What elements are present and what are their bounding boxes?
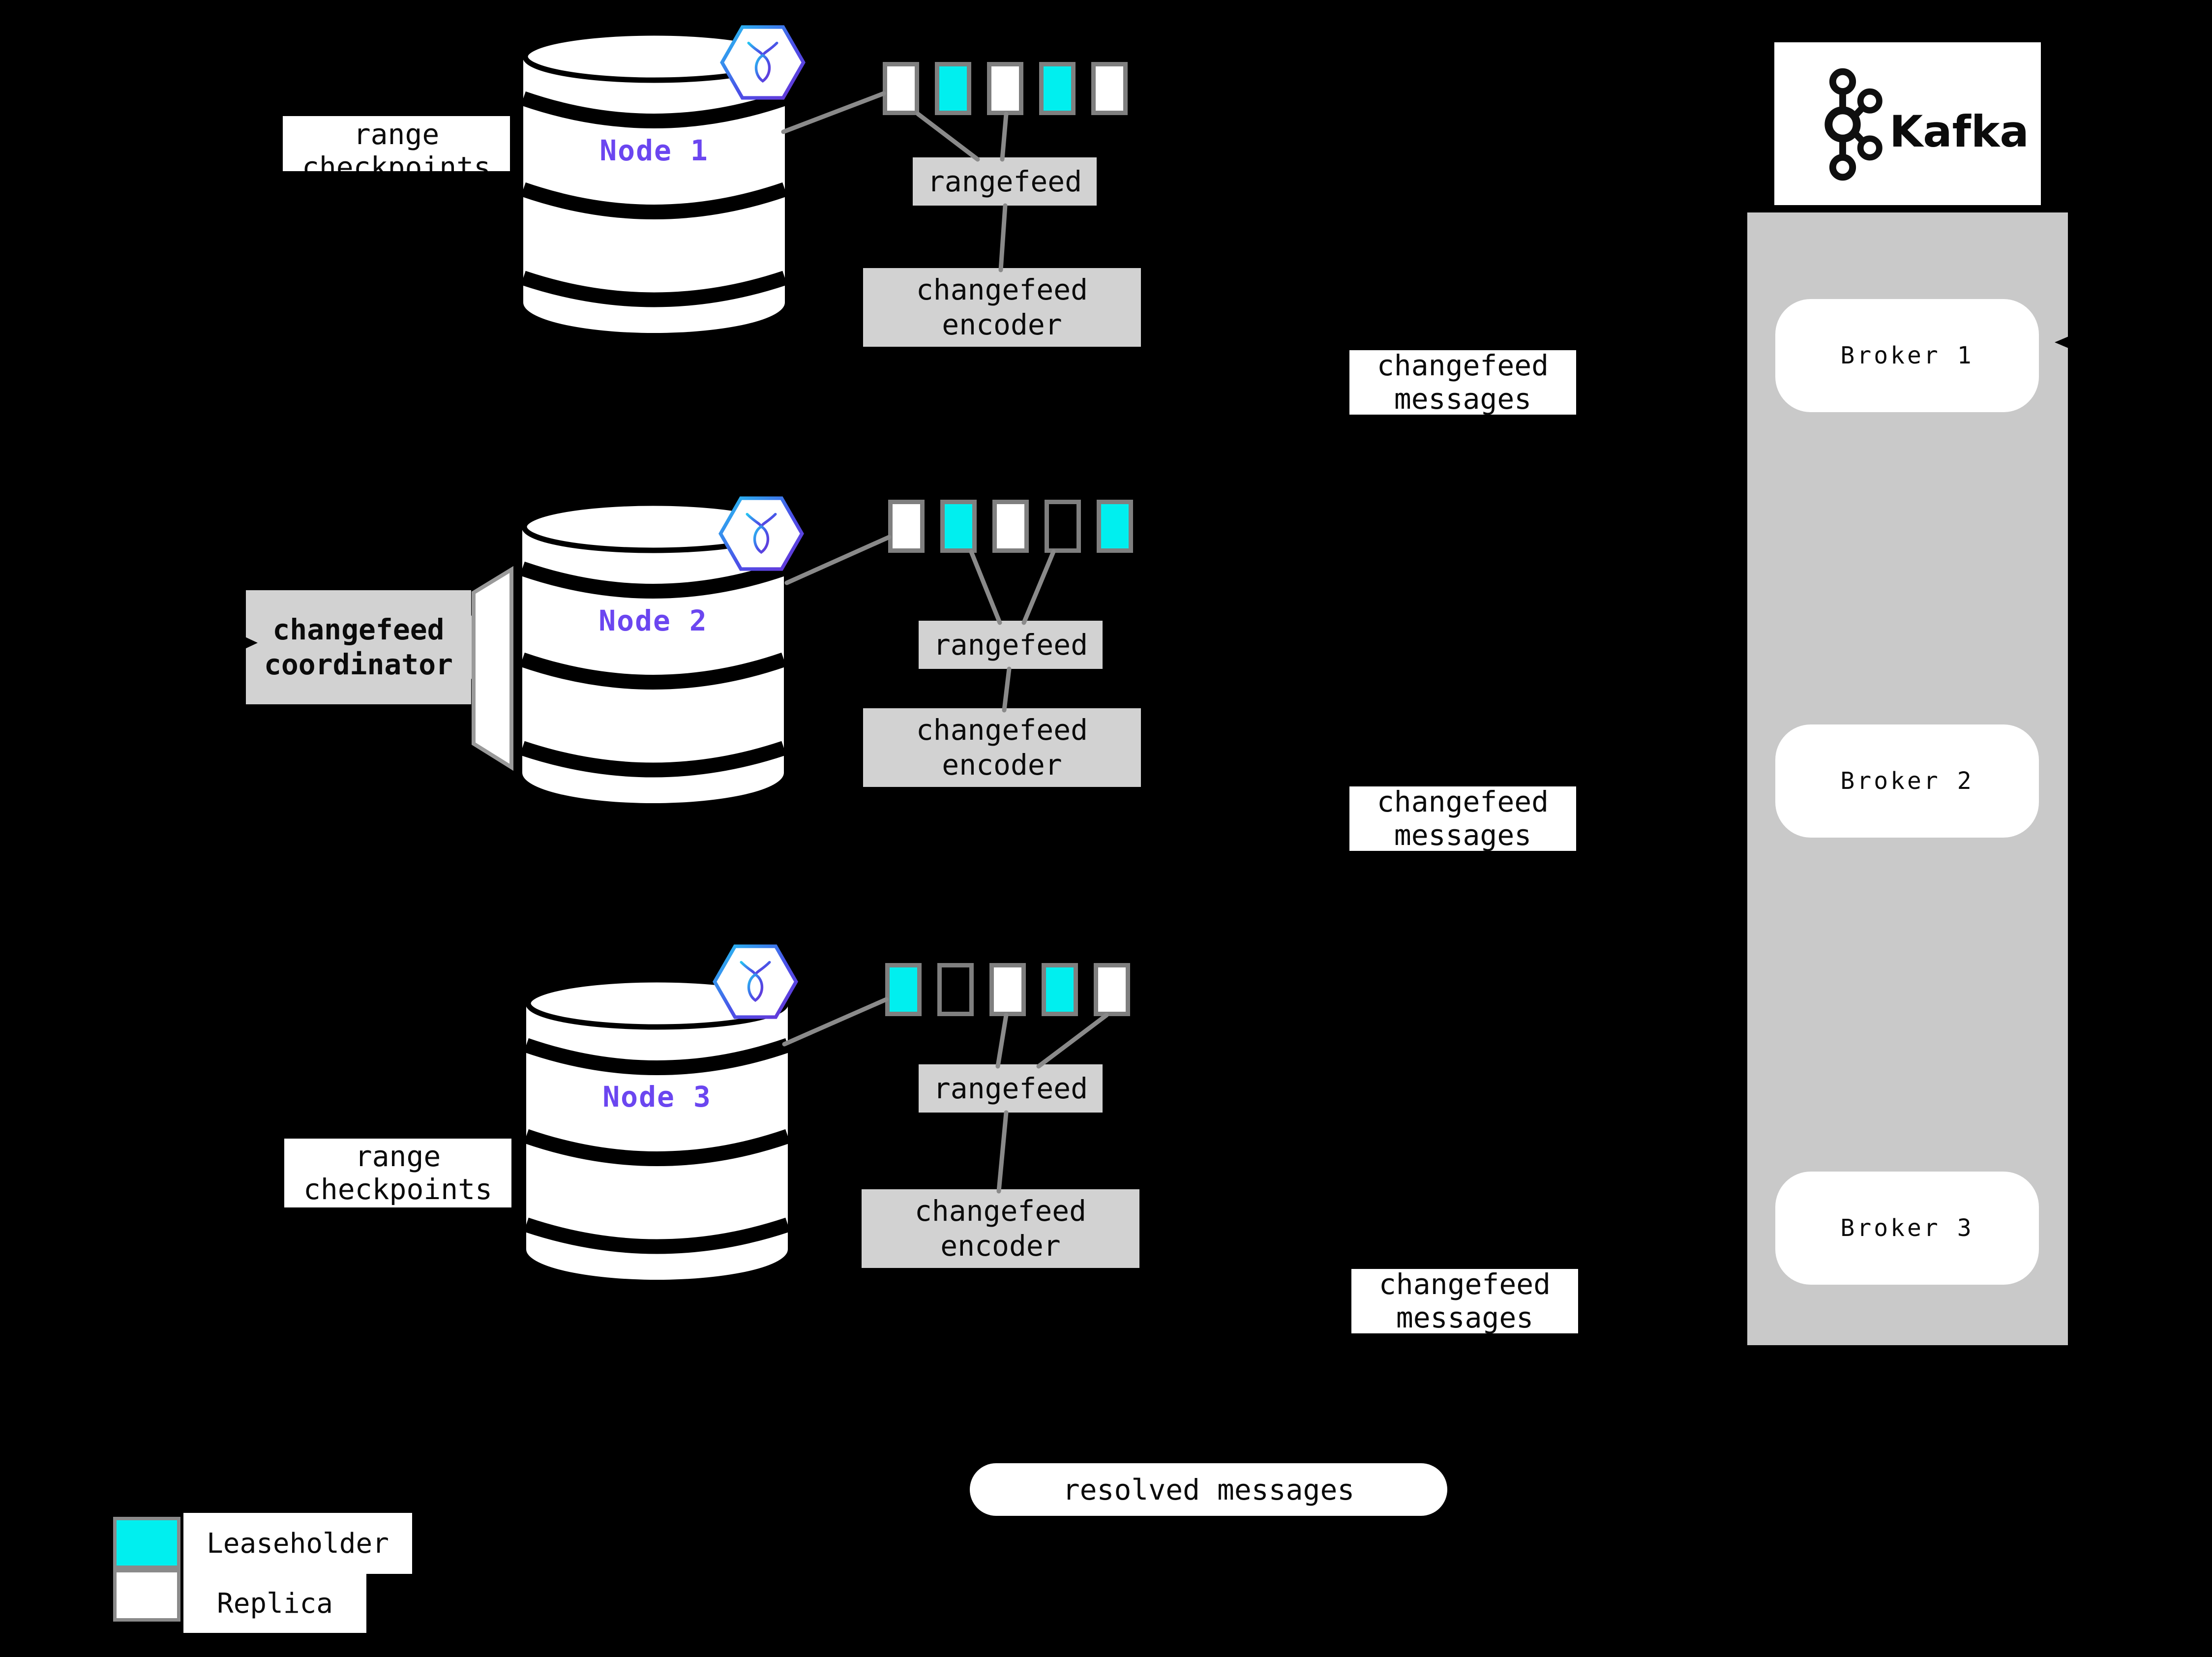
node2-range-square-1 [888, 500, 925, 553]
node2-range-square-5 [1097, 500, 1133, 553]
legend-leaseholder-swatch [113, 1517, 180, 1569]
node2-label: Node 2 [598, 604, 708, 637]
node1-label: Node 1 [599, 134, 709, 167]
range-checkpoints-line1: range [353, 118, 440, 151]
kafka-broker-1: Broker 1 [1775, 299, 2039, 412]
node2-range-square-4 [1045, 500, 1081, 553]
encoder-line2: encoder [940, 1229, 1061, 1263]
node3-range-square-2 [937, 963, 974, 1016]
kafka-broker-2: Broker 2 [1775, 724, 2039, 838]
node2-range-square-2 [940, 500, 977, 553]
messages-line1: changefeed [1376, 349, 1549, 383]
cockroachdb-icon-node2 [720, 498, 802, 569]
node1-range-square-1 [883, 62, 919, 115]
encoder-line1: changefeed [916, 713, 1088, 747]
node1-range-square-3 [987, 62, 1023, 115]
changefeed-messages-label-3: changefeed messages [1351, 1267, 1578, 1334]
range-checkpoints-line1: range [355, 1139, 441, 1173]
node1-range-square-2 [935, 62, 971, 115]
range-checkpoints-label-node1: range checkpoints [283, 116, 510, 171]
node1-database-cylinder [523, 33, 785, 333]
node3-range-square-4 [1042, 963, 1078, 1016]
encoder-line1: changefeed [914, 1194, 1087, 1228]
range-checkpoints-line2: checkpoints [301, 151, 491, 171]
messages-line2: messages [1396, 1300, 1534, 1334]
kafka-title: Kafka [1889, 106, 2029, 157]
coordinator-line1: changefeed [272, 613, 445, 647]
coordinator-pointer [470, 614, 493, 681]
node1-rangefeed-box: rangefeed [913, 157, 1097, 206]
node2-changefeed-encoder-box: changefeed encoder [863, 708, 1141, 787]
node1-range-square-5 [1091, 62, 1128, 115]
node2-rangefeed-box: rangefeed [919, 621, 1103, 669]
encoder-line1: changefeed [916, 273, 1088, 307]
node3-range-square-1 [885, 963, 922, 1016]
legend-leaseholder-label: Leaseholder [183, 1513, 412, 1574]
node3-rangefeed-box: rangefeed [919, 1064, 1103, 1113]
node3-range-square-3 [989, 963, 1026, 1016]
coordinator-line2: coordinator [264, 648, 453, 681]
encoder-line2: encoder [942, 308, 1062, 341]
node2-database-cylinder [522, 503, 784, 803]
cockroachdb-icon-node1 [722, 27, 804, 98]
node2-range-square-3 [992, 500, 1029, 553]
kafka-logo-card [1774, 42, 2041, 205]
node1-range-square-4 [1039, 62, 1076, 115]
coordinator-flag [472, 566, 513, 771]
legend-replica-swatch [113, 1569, 180, 1622]
node1-changefeed-encoder-box: changefeed encoder [863, 268, 1141, 347]
range-checkpoints-line2: checkpoints [303, 1173, 493, 1206]
resolved-messages-pill: resolved messages [970, 1463, 1447, 1516]
node3-label: Node 3 [602, 1080, 712, 1114]
node3-range-square-5 [1094, 963, 1130, 1016]
node3-changefeed-encoder-box: changefeed encoder [862, 1189, 1139, 1268]
messages-line1: changefeed [1376, 785, 1549, 819]
changefeed-coordinator-callout: changefeed coordinator [246, 590, 471, 704]
changefeed-messages-label-1: changefeed messages [1349, 349, 1576, 416]
messages-line1: changefeed [1378, 1267, 1551, 1301]
range-checkpoints-label-node3: range checkpoints [284, 1139, 511, 1207]
changefeed-messages-label-2: changefeed messages [1349, 785, 1576, 852]
messages-line2: messages [1394, 818, 1532, 852]
cockroachdb-icon-node3 [715, 946, 796, 1017]
kafka-broker-3: Broker 3 [1775, 1172, 2039, 1285]
messages-line2: messages [1394, 382, 1532, 416]
legend-replica-label: Replica [183, 1574, 366, 1633]
encoder-line2: encoder [942, 748, 1062, 782]
node3-database-cylinder [526, 980, 788, 1280]
